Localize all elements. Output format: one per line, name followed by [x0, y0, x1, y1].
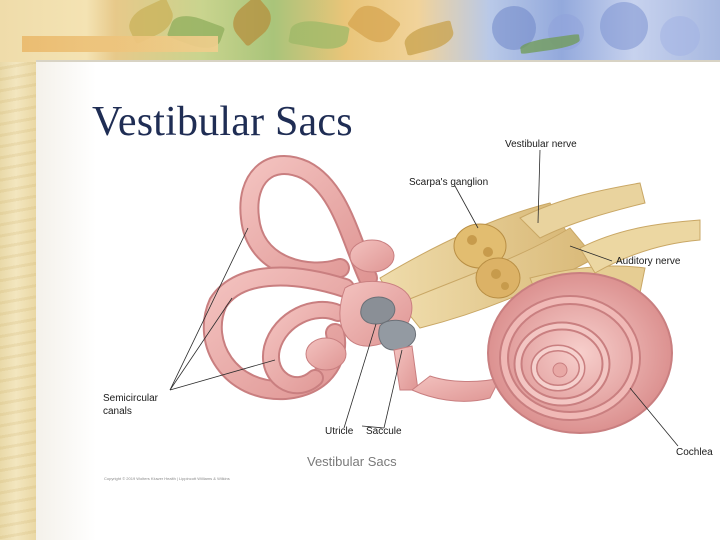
label-scarpas-ganglion: Scarpa's ganglion: [409, 177, 488, 188]
copyright-note: Copyright © 2019 Wolters Kluwer Health |…: [104, 476, 230, 481]
parchment-background: [0, 0, 36, 540]
cochlear-duct: [412, 376, 500, 401]
label-utricle: Utricle: [325, 426, 354, 437]
label-semicircular: Semicircular: [103, 393, 159, 404]
inner-ear-diagram: Vestibular nerve Scarpa's ganglion Audit…: [100, 128, 720, 490]
cochlea: [488, 273, 672, 433]
decorative-banner: [0, 0, 720, 62]
figure-caption: Vestibular Sacs: [307, 454, 397, 469]
content-edge-shadow: [36, 62, 96, 540]
label-vestibular-nerve: Vestibular nerve: [505, 139, 577, 150]
label-auditory-nerve: Auditory nerve: [616, 256, 681, 267]
label-cochlea: Cochlea: [676, 447, 713, 458]
label-saccule: Saccule: [366, 426, 402, 437]
label-canals: canals: [103, 406, 132, 417]
